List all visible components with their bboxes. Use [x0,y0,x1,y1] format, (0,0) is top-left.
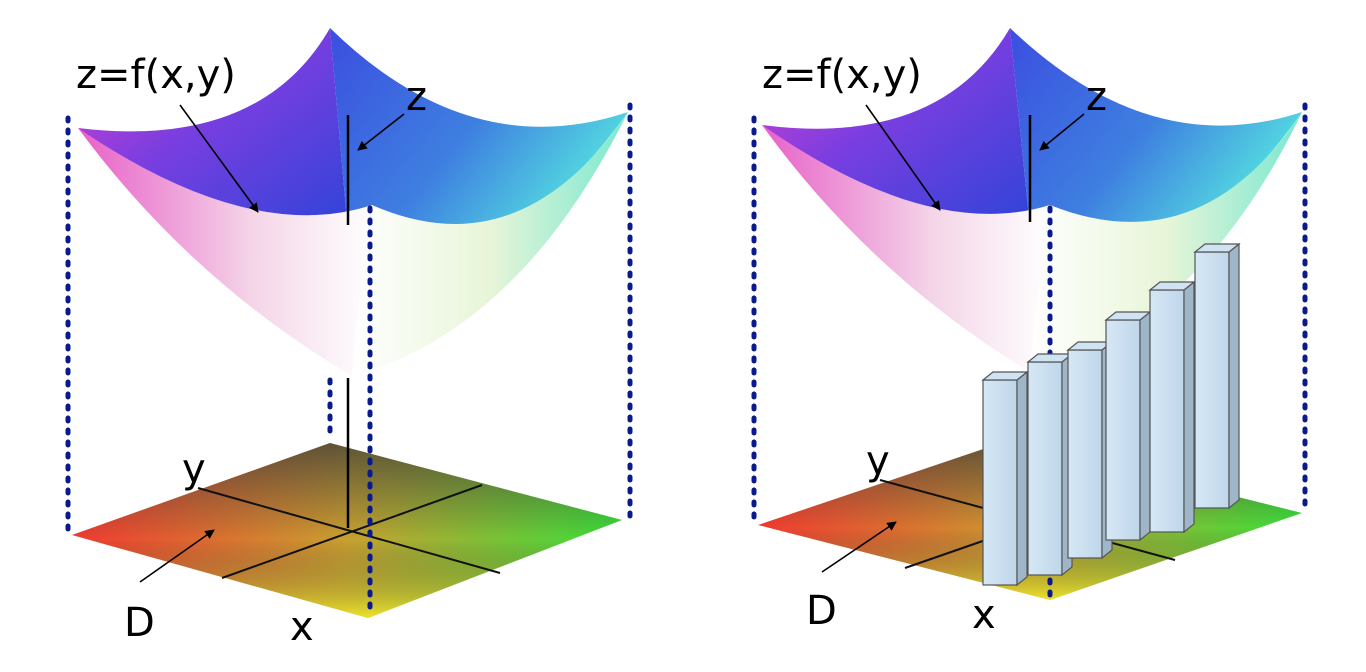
left-z-arrow [357,113,405,151]
right-domain-label: D [806,588,837,634]
left-surface [78,28,628,376]
right-function-label: z=f(x,y) [762,52,922,98]
prism-front-face [1067,349,1103,559]
right-function-arrow [865,104,941,211]
prism-6 [1193,242,1241,510]
right-domain-arrow [821,521,897,573]
right-y-label: y [866,438,890,484]
prism-side-face [1139,310,1151,542]
left-function-label: z=f(x,y) [76,52,236,98]
left-z-label: z [406,74,427,120]
prism-2 [1026,352,1074,577]
prism-front-face [1149,289,1185,533]
prism-front-face [982,379,1018,586]
left-domain-label: D [124,600,155,646]
left-y-label: y [182,446,206,492]
left-domain-region [72,443,622,618]
right-z-label: z [1086,74,1107,120]
right-z-arrow [1039,113,1085,151]
prism-side-face [1228,242,1240,510]
prism-top-face [981,371,1029,381]
right-panel: z=f(x,y) z y x D [751,28,1308,638]
prism-3 [1066,340,1114,560]
prism-top-face [1148,281,1196,291]
prism-1 [981,370,1029,587]
prism-side-face [1183,280,1195,534]
right-surface [762,28,1302,372]
prism-front-face [1027,361,1063,576]
left-projection-lines [65,102,633,615]
prism-top-face [1193,243,1241,253]
prism-4 [1104,310,1152,542]
left-panel: z=f(x,y) z y x D [65,28,633,650]
left-function-arrow [179,104,259,213]
prism-front-face [1194,251,1230,509]
prism-front-face [1105,319,1141,541]
left-x-label: x [290,604,314,650]
prism-side-face [1016,370,1028,587]
right-x-label: x [972,592,996,638]
left-domain-arrow [139,529,215,583]
prism-5 [1148,280,1196,534]
right-prism-group [981,242,1241,587]
